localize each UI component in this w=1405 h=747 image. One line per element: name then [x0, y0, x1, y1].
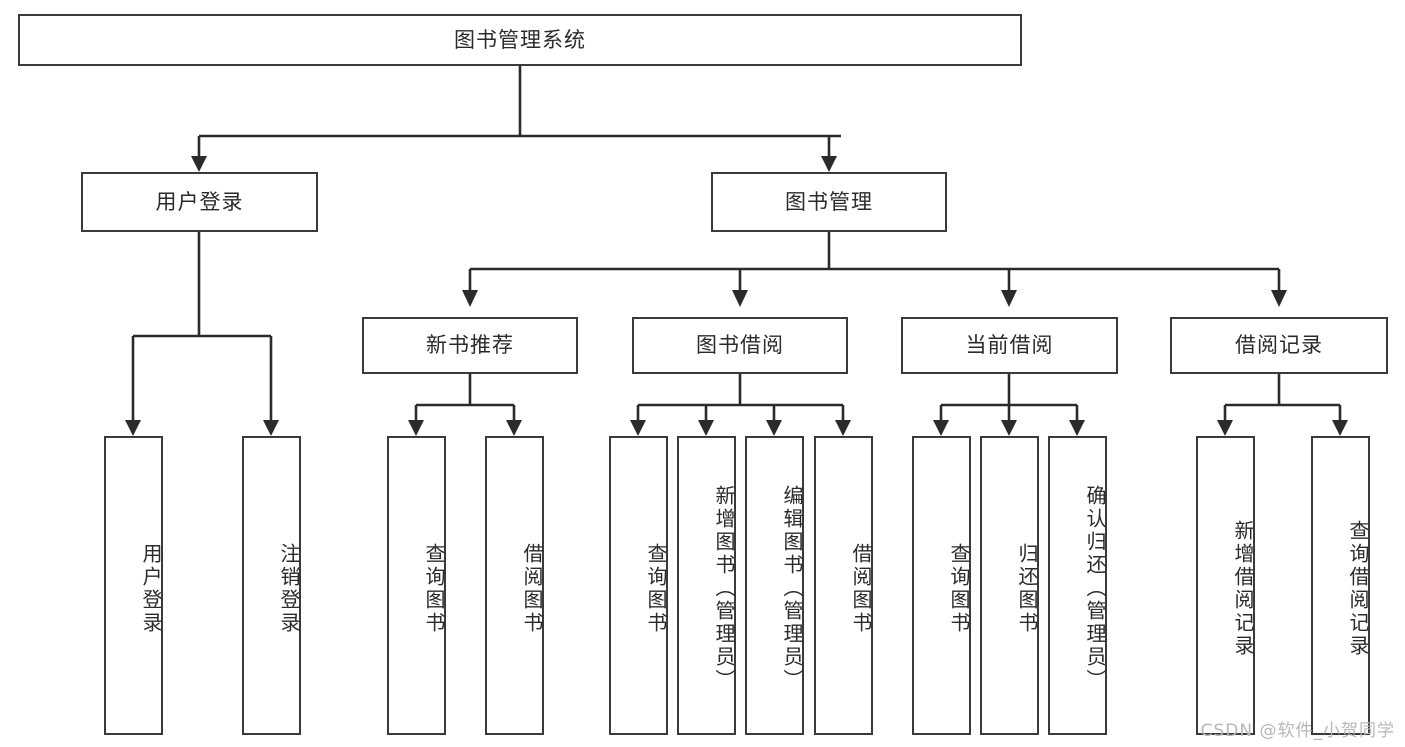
leaf-label: 注销登录	[277, 542, 301, 635]
node-current-borrow[interactable]: 当前借阅	[901, 317, 1118, 374]
leaf-label: 新增借阅记录	[1231, 519, 1255, 658]
node-current-borrow-label: 当前借阅	[965, 333, 1054, 358]
leaf-current-borrow-query[interactable]: 查询图书	[912, 436, 971, 735]
leaf-label: 借阅图书	[520, 542, 544, 635]
leaf-new-book-query[interactable]: 查询图书	[387, 436, 446, 735]
leaf-book-borrow-add[interactable]: 新增图书（管理员）	[677, 436, 736, 735]
leaf-label: 归还图书	[1015, 542, 1039, 635]
node-book-borrow[interactable]: 图书借阅	[632, 317, 848, 374]
leaf-user-login-signout[interactable]: 注销登录	[242, 436, 301, 735]
leaf-label: 新增图书（管理员）	[712, 485, 736, 692]
leaf-label: 用户登录	[139, 542, 163, 635]
leaf-borrow-record-add[interactable]: 新增借阅记录	[1196, 436, 1255, 735]
node-user-login-label: 用户登录	[155, 189, 244, 214]
node-new-book-recommend-label: 新书推荐	[426, 333, 514, 358]
leaf-label: 查询图书	[422, 542, 446, 635]
leaf-borrow-record-query[interactable]: 查询借阅记录	[1311, 436, 1370, 735]
leaf-current-borrow-return[interactable]: 归还图书	[980, 436, 1039, 735]
leaf-user-login-signin[interactable]: 用户登录	[104, 436, 163, 735]
leaf-new-book-borrow[interactable]: 借阅图书	[485, 436, 544, 735]
leaf-label: 借阅图书	[849, 542, 873, 635]
node-book-management[interactable]: 图书管理	[711, 172, 947, 232]
node-borrow-record[interactable]: 借阅记录	[1170, 317, 1388, 374]
node-borrow-record-label: 借阅记录	[1235, 333, 1323, 358]
node-book-borrow-label: 图书借阅	[696, 333, 784, 358]
node-new-book-recommend[interactable]: 新书推荐	[362, 317, 578, 374]
leaf-book-borrow-query[interactable]: 查询图书	[609, 436, 668, 735]
node-book-management-label: 图书管理	[785, 189, 873, 214]
node-user-login[interactable]: 用户登录	[81, 172, 318, 232]
leaf-label: 编辑图书（管理员）	[780, 485, 804, 692]
node-root-system[interactable]: 图书管理系统	[18, 14, 1022, 66]
leaf-book-borrow-edit[interactable]: 编辑图书（管理员）	[745, 436, 804, 735]
node-root-label: 图书管理系统	[454, 27, 586, 52]
leaf-label: 查询借阅记录	[1346, 519, 1370, 658]
leaf-label: 查询图书	[947, 542, 971, 635]
leaf-label: 确认归还（管理员）	[1083, 485, 1107, 692]
leaf-book-borrow-borrow[interactable]: 借阅图书	[814, 436, 873, 735]
leaf-current-borrow-confirm-return[interactable]: 确认归还（管理员）	[1048, 436, 1107, 735]
leaf-label: 查询图书	[644, 542, 668, 635]
